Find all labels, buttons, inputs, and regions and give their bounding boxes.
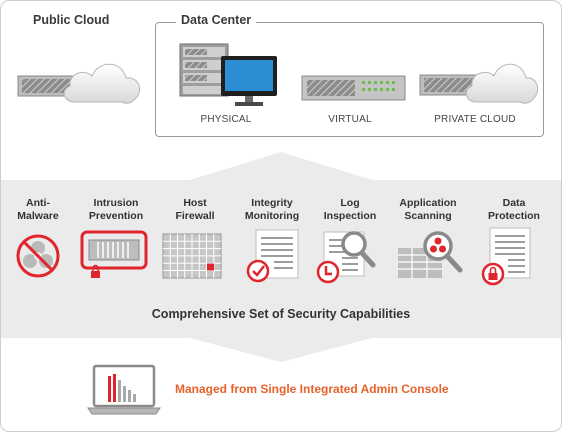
capability-label-data-protection: Data Protection: [488, 197, 540, 222]
virtual-server-icon: [301, 75, 406, 101]
data-center-box: [155, 22, 544, 137]
capability-label-anti-malware: Anti- Malware: [17, 197, 59, 222]
log-magnifier-icon: [316, 231, 376, 284]
laptop-chart-icon: [87, 364, 161, 415]
capability-label-host-firewall: Host Firewall: [175, 197, 215, 222]
capability-label-integrity-monitoring: Integrity Monitoring: [244, 197, 300, 222]
virtual-label: VIRTUAL: [328, 114, 372, 125]
physical-server-monitor-icon: [179, 43, 277, 106]
biohazard-blocked-icon: [16, 234, 60, 278]
public-cloud-server-icon: [17, 63, 141, 104]
private-cloud-label: PRIVATE CLOUD: [434, 114, 516, 125]
document-lock-icon: [481, 227, 531, 286]
console-label: Managed from Single Integrated Admin Con…: [175, 382, 449, 396]
document-check-icon: [246, 229, 299, 283]
physical-label: PHYSICAL: [200, 114, 252, 125]
data-center-title: Data Center: [176, 13, 257, 27]
private-cloud-server-icon: [419, 63, 539, 104]
intrusion-prevention-icon: [80, 230, 148, 278]
capability-label-intrusion-prevention: Intrusion Prevention: [88, 197, 144, 222]
application-scan-icon: [398, 231, 463, 278]
firewall-grid-icon: [162, 233, 222, 279]
public-cloud-title: Public Cloud: [33, 13, 110, 27]
capability-label-application-scanning: Application Scanning: [399, 197, 457, 222]
capability-label-log-inspection: Log Inspection: [323, 197, 377, 222]
capabilities-caption: Comprehensive Set of Security Capabiliti…: [151, 307, 411, 321]
